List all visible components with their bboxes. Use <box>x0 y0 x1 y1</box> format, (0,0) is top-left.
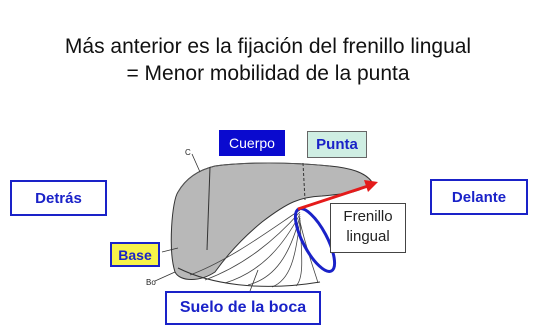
c-pointer <box>191 153 201 173</box>
bo-pointer <box>154 271 176 282</box>
label-small-bo: Bo <box>146 278 156 287</box>
title-line-2: = Menor mobilidad de la punta <box>126 62 410 85</box>
label-small-c: C <box>185 148 191 157</box>
title-line-1: Más anterior es la fijación del frenillo… <box>64 35 472 58</box>
label-punta: Punta <box>307 131 367 158</box>
frenillo-line-1: Frenillo <box>343 208 393 225</box>
floor-base-curve <box>177 267 321 287</box>
red-arrowhead <box>364 180 378 192</box>
label-frenillo-lingual: Frenillo lingual <box>330 203 406 253</box>
label-suelo-de-la-boca: Suelo de la boca <box>165 291 321 325</box>
divider-base-cuerpo <box>206 166 211 251</box>
divider-cuerpo-punta <box>302 162 306 201</box>
label-detras: Detrás <box>10 180 107 216</box>
base-pointer <box>161 247 179 253</box>
label-cuerpo: Cuerpo <box>219 130 285 156</box>
label-base: Base <box>110 242 160 267</box>
frenillo-line-2: lingual <box>346 228 390 245</box>
suelo-pointer <box>249 269 259 292</box>
tongue-outline-upper <box>177 162 331 193</box>
label-delante: Delante <box>430 179 528 215</box>
red-arrow-line <box>297 184 369 211</box>
